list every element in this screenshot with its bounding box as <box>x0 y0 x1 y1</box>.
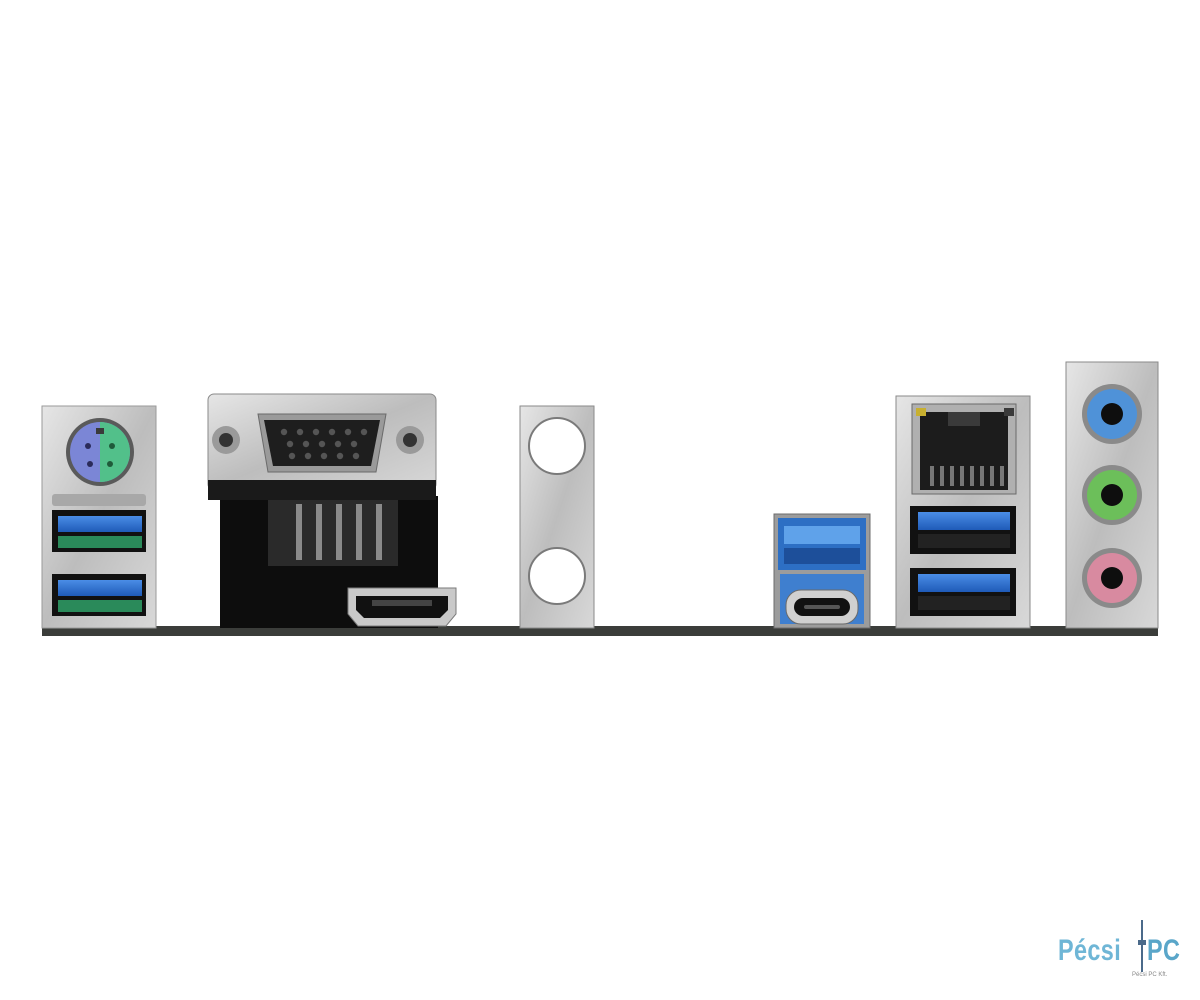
usb-a-port-2[interactable] <box>52 574 146 616</box>
watermark-brand-right: PC <box>1147 934 1181 967</box>
usb-a-port-4[interactable] <box>910 506 1016 554</box>
vga-screw-left <box>212 426 240 454</box>
pcb-edge <box>42 626 1158 636</box>
usb-c-port[interactable] <box>785 589 859 625</box>
vga-hdmi-block <box>207 393 457 628</box>
tv-tower-icon <box>1138 920 1146 972</box>
audio-line-in-jack[interactable] <box>1082 384 1142 444</box>
watermark-logo: Pécsi PC Pécsi PC Kft. <box>1052 918 1192 980</box>
audio-jack-stack <box>1065 361 1159 629</box>
lan-usb-stack <box>895 395 1031 629</box>
usb-a-port-5[interactable] <box>910 568 1016 616</box>
vga-port[interactable] <box>257 413 387 473</box>
ethernet-port[interactable] <box>911 403 1017 495</box>
audio-mic-jack[interactable] <box>1082 548 1142 608</box>
audio-line-out-jack[interactable] <box>1082 465 1142 525</box>
usb-a-port-3[interactable] <box>778 518 866 570</box>
usb-a-port-1[interactable] <box>52 510 146 552</box>
vga-screw-right <box>396 426 424 454</box>
wifi-antenna-bracket <box>519 405 595 629</box>
ps2-usb-stack <box>41 405 157 629</box>
ps2-combo-port[interactable] <box>66 418 134 486</box>
hdmi-port[interactable] <box>347 587 457 627</box>
watermark-brand-left: Pécsi <box>1058 934 1122 967</box>
watermark-company: Pécsi PC Kft. <box>1132 972 1168 978</box>
usb-a-usb-c-stack <box>773 513 871 629</box>
